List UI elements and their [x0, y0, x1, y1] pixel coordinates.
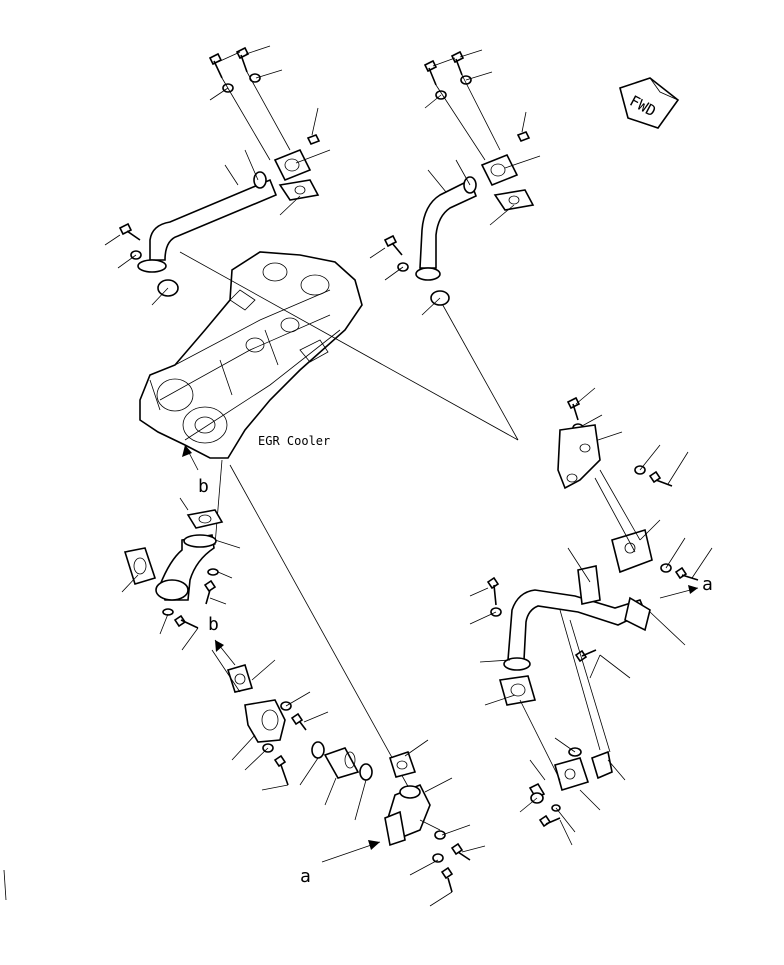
- edge-mark: [3, 869, 7, 901]
- ref-b-upper-label: b: [198, 476, 209, 497]
- upper-right-egr-pipe: [369, 49, 541, 316]
- assembly-leader-lines: [179, 251, 519, 791]
- fwd-direction-arrow: FWD: [619, 77, 680, 129]
- reference-a-right: a: [659, 574, 713, 599]
- right-mounting-bracket: [557, 387, 713, 581]
- reference-b-upper: b: [182, 444, 209, 497]
- lower-middle-outlet: [384, 739, 486, 907]
- egr-cooler-engine-block: [139, 251, 363, 459]
- upper-left-egr-pipe: [104, 45, 331, 306]
- ref-b-lower-label: b: [208, 614, 219, 635]
- left-elbow-pipe: [121, 497, 241, 651]
- reference-b-lower: b: [208, 614, 236, 666]
- egr-cooler-label: EGR Cooler: [258, 434, 330, 448]
- right-lower-small-parts: [519, 609, 626, 846]
- lower-left-connector: [211, 649, 373, 821]
- reference-a-bottom: a: [300, 840, 381, 887]
- ref-a-right-label: a: [702, 574, 713, 595]
- ref-a-bottom-label: a: [300, 866, 311, 887]
- right-lower-egr-pipe: [469, 547, 686, 706]
